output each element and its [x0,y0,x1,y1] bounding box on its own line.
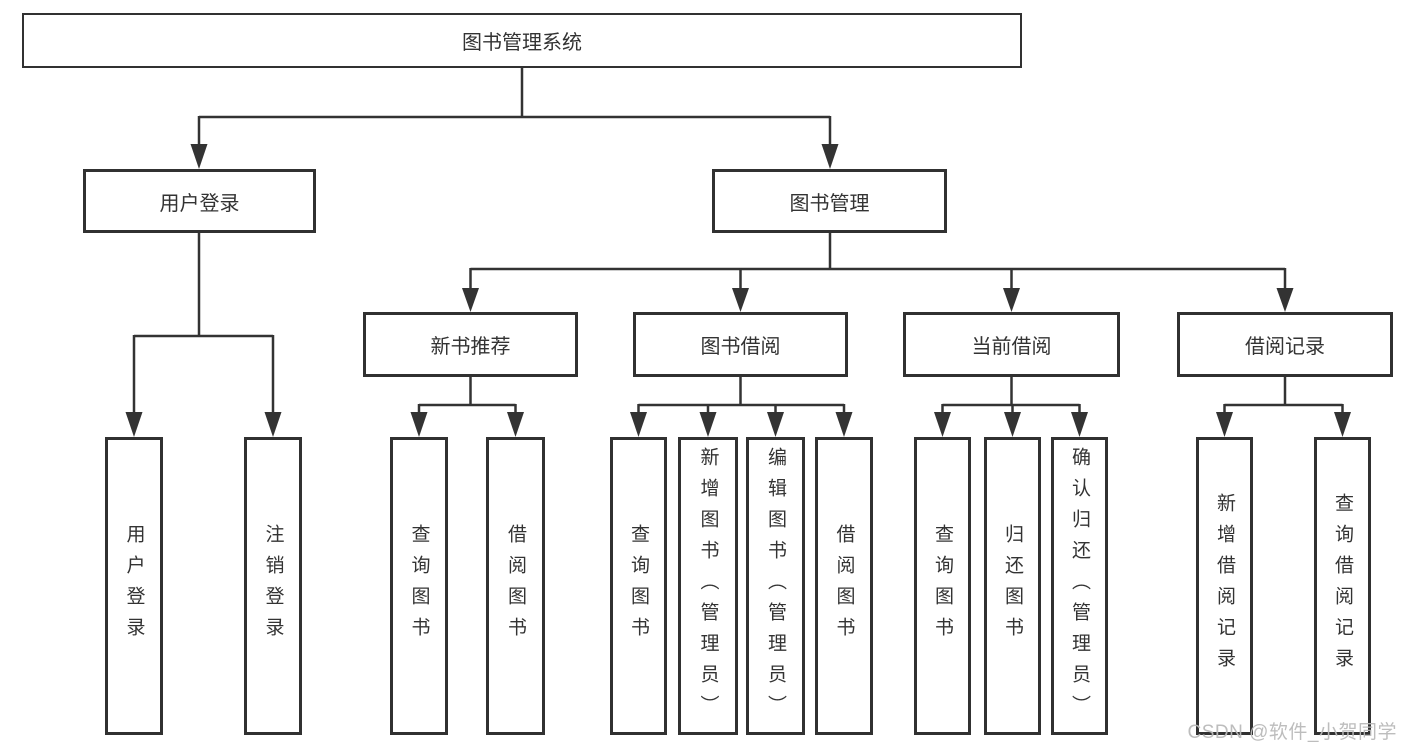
node-current-borrow: 当前借阅 [903,312,1120,377]
arrowheads [125,144,1351,437]
leaf-bb-edit-book-admin: 编辑图书（管理员） [746,437,805,735]
leaf-nb-query-book-label: 查询图书 [408,524,430,648]
leaf-br-query-borrow-record: 查询借阅记录 [1314,437,1371,735]
leaf-cb-query-book-label: 查询图书 [932,524,953,648]
leaf-cb-return-book-label: 归还图书 [1002,524,1023,648]
node-book-management: 图书管理 [712,169,947,233]
node-library-system-label: 图书管理系统 [462,32,582,54]
node-book-borrow-label: 图书借阅 [700,336,781,358]
node-new-book-recommend: 新书推荐 [363,312,578,377]
leaf-bb-query-book: 查询图书 [610,437,667,735]
node-book-borrow: 图书借阅 [633,312,848,377]
leaf-user-login: 用户登录 [105,437,163,735]
leaf-cb-confirm-return-admin: 确认归还（管理员） [1051,437,1108,735]
node-user-login-label: 用户登录 [159,192,240,215]
leaf-br-add-borrow-record-label: 新增借阅记录 [1214,493,1235,679]
leaf-cb-query-book: 查询图书 [914,437,971,735]
node-borrow-records-label: 借阅记录 [1245,336,1325,358]
leaf-nb-query-book: 查询图书 [390,437,448,735]
leaf-nb-borrow-book-label: 借阅图书 [505,524,526,648]
leaf-user-login-label: 用户登录 [123,524,145,648]
csdn-watermark: CSDN @软件_小贺同学 [1187,722,1397,743]
leaf-cb-confirm-return-admin-label: 确认归还（管理员） [1069,446,1090,726]
node-library-system: 图书管理系统 [22,13,1022,68]
leaf-bb-borrow-book: 借阅图书 [815,437,873,735]
leaf-bb-edit-book-admin-label: 编辑图书（管理员） [765,446,786,726]
leaf-cb-return-book: 归还图书 [984,437,1041,735]
node-new-book-recommend-label: 新书推荐 [430,336,511,358]
leaf-nb-borrow-book: 借阅图书 [486,437,545,735]
leaf-logout-login-label: 注销登录 [262,524,284,648]
leaf-bb-add-book-admin: 新增图书（管理员） [678,437,738,735]
leaf-bb-query-book-label: 查询图书 [628,524,649,648]
node-user-login: 用户登录 [83,169,316,233]
node-current-borrow-label: 当前借阅 [971,336,1052,358]
leaf-bb-borrow-book-label: 借阅图书 [833,524,855,648]
node-borrow-records: 借阅记录 [1177,312,1393,377]
leaf-br-add-borrow-record: 新增借阅记录 [1196,437,1253,735]
leaf-logout-login: 注销登录 [244,437,302,735]
node-book-management-label: 图书管理 [789,192,870,215]
leaf-br-query-borrow-record-label: 查询借阅记录 [1332,493,1353,679]
leaf-bb-add-book-admin-label: 新增图书（管理员） [697,446,719,726]
